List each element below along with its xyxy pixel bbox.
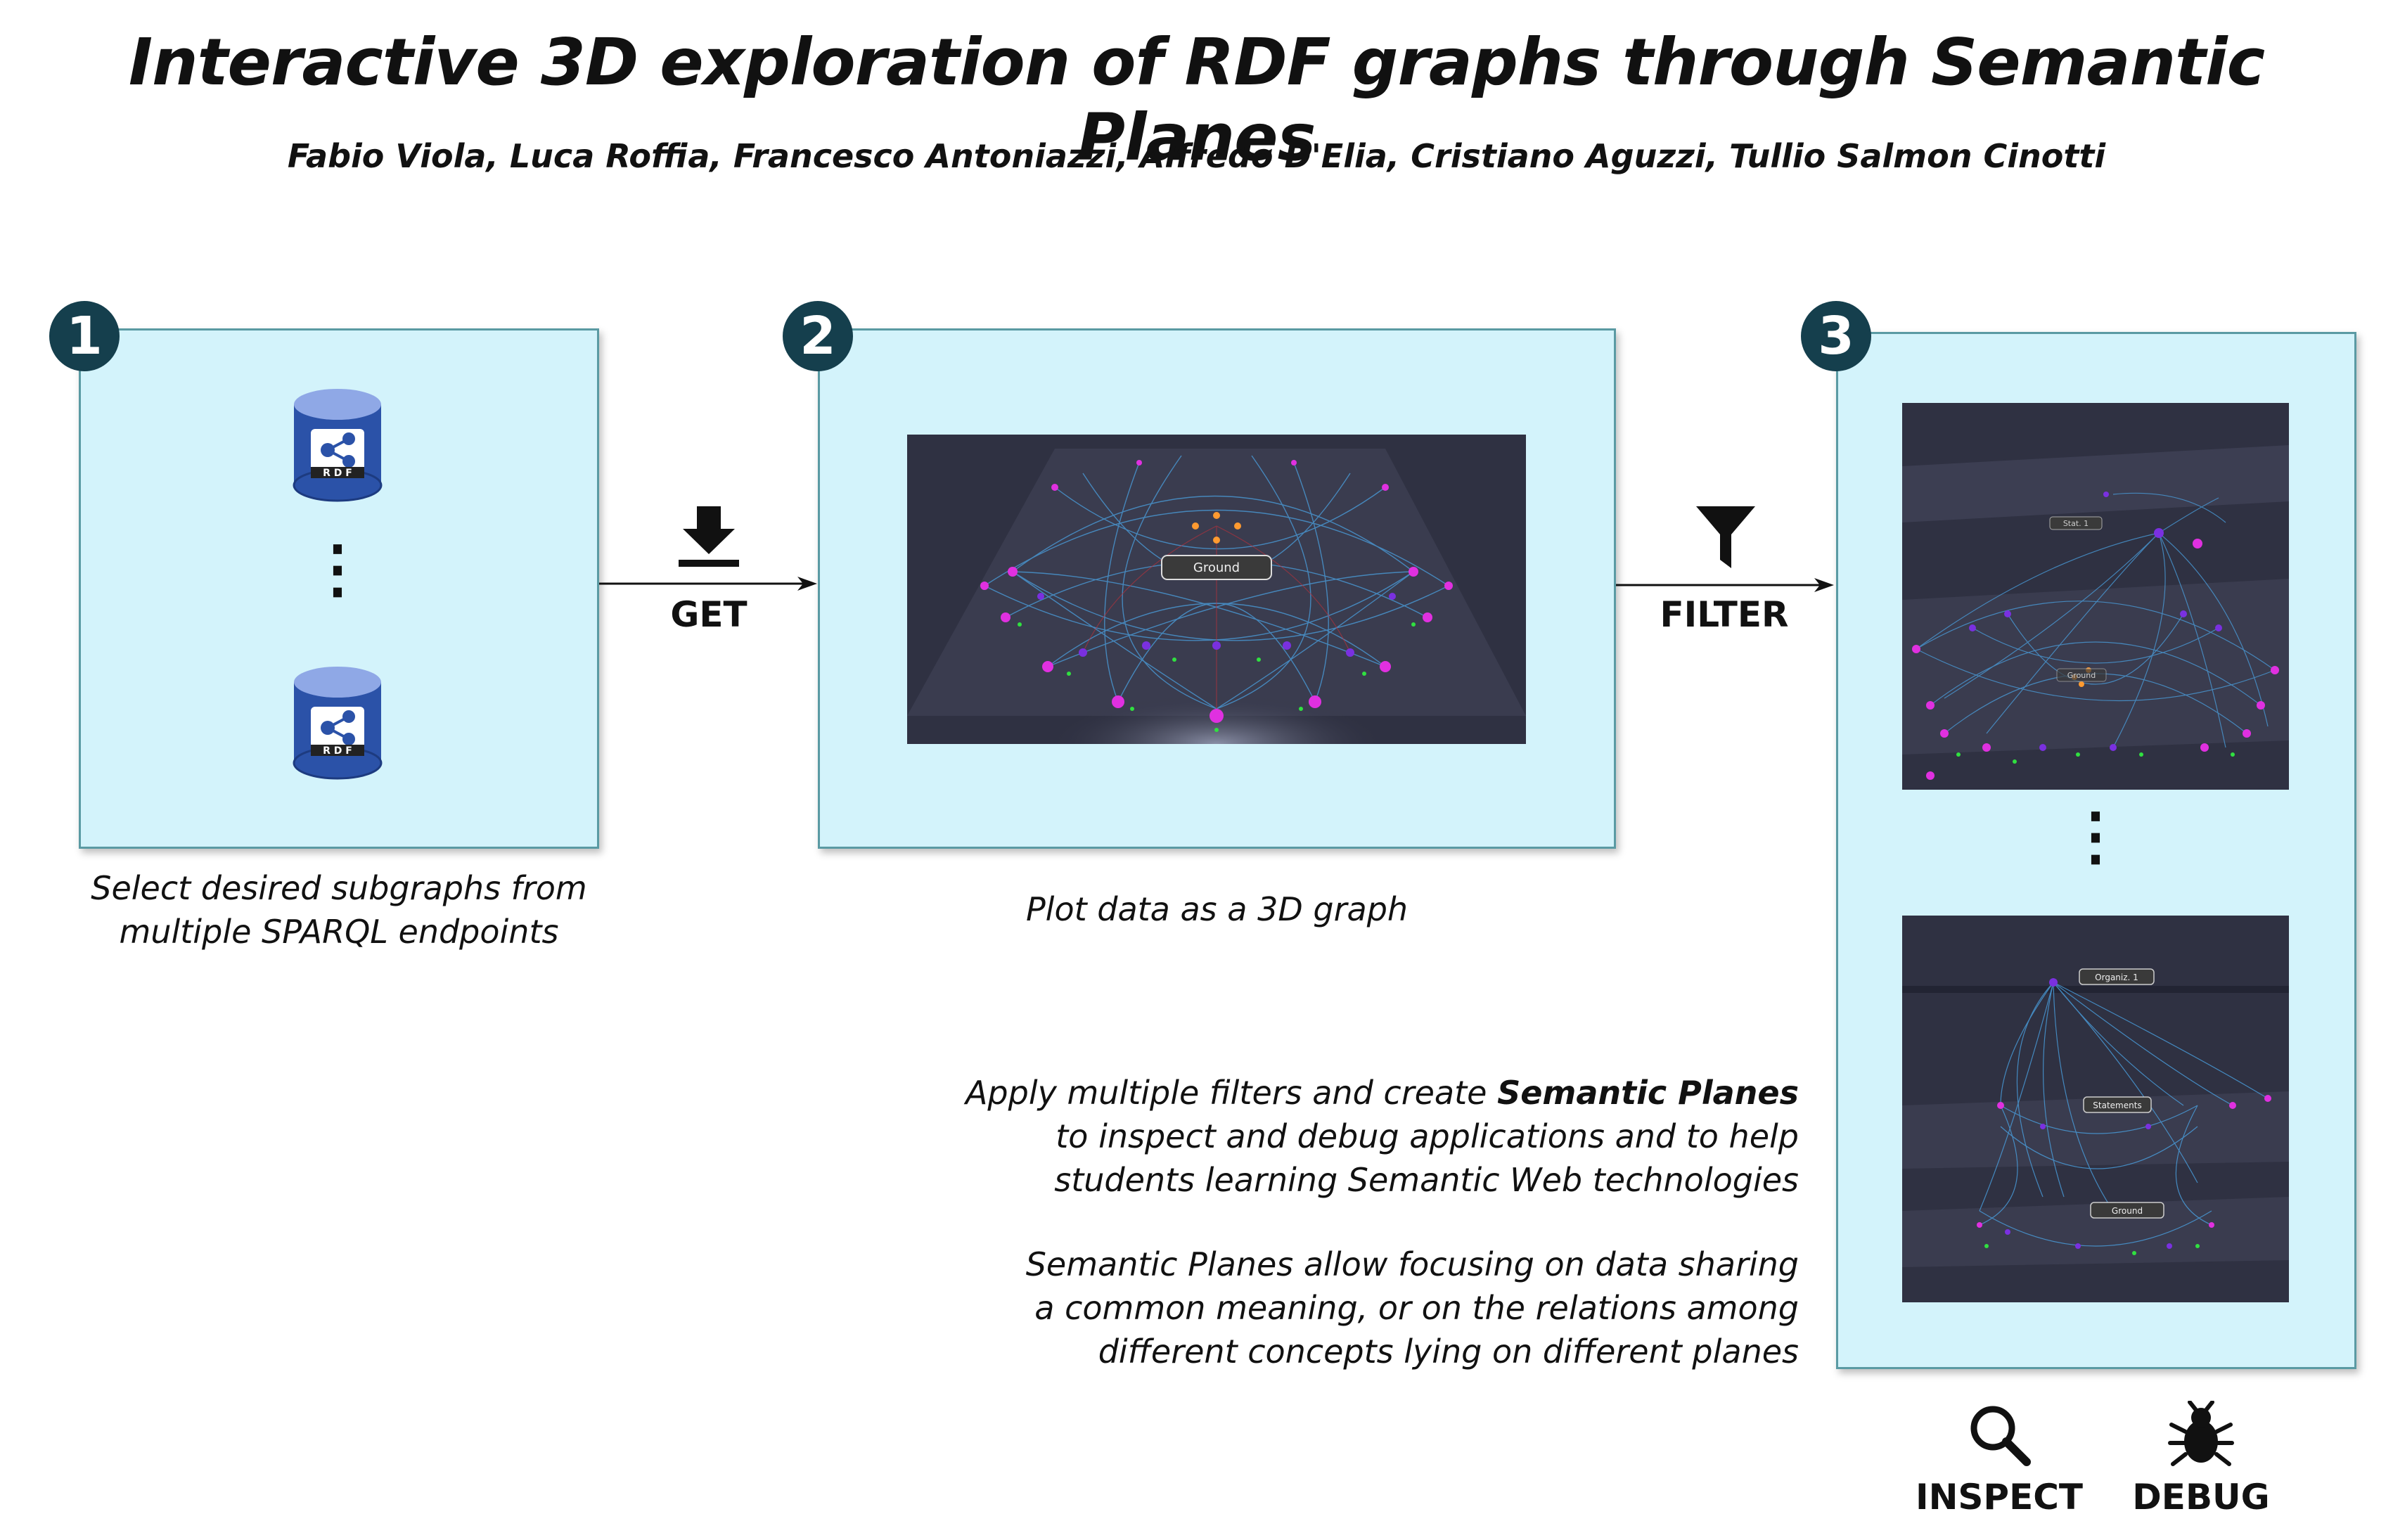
- description-line-5: a common meaning, or on the relations am…: [1034, 1289, 1799, 1327]
- step-1-caption-line-2: multiple SPARQL endpoints: [119, 913, 559, 951]
- graph-3d-screenshot: Ground: [907, 435, 1526, 744]
- ground-plane-label: Ground: [1193, 560, 1240, 575]
- description-paragraph-2: Semantic Planes allow focusing on data s…: [914, 1243, 1799, 1373]
- ellipsis-1: ⋮: [306, 534, 369, 605]
- ground-plane-label-2: Ground: [2067, 671, 2096, 680]
- semantic-plane-render-1: Stat. 1 Ground: [1902, 445, 2289, 780]
- rdf-db-label-2: R D F: [323, 745, 352, 757]
- authors: Fabio Viola, Luca Roffia, Francesco Anto…: [287, 137, 2106, 175]
- get-label: GET: [670, 594, 748, 635]
- download-icon: [679, 506, 739, 567]
- filter-label: FILTER: [1660, 594, 1789, 635]
- debug-label: DEBUG: [2132, 1477, 2270, 1517]
- semantic-plane-render-2: Organiz. 1 Statements Ground: [1902, 968, 2289, 1267]
- magnifier-icon: [1970, 1406, 2031, 1466]
- ellipsis-2: ⋮: [2064, 802, 2127, 872]
- inspect-label: INSPECT: [1915, 1477, 2084, 1517]
- rdf-database-icon: R D F: [293, 667, 383, 780]
- poster-title: Interactive 3D exploration of RDF graphs…: [128, 25, 2265, 175]
- rdf-database-icon: R D F: [293, 389, 383, 502]
- description-line-2: to inspect and debug applications and to…: [1056, 1117, 1799, 1155]
- description-line-1: Apply multiple filters and create Semant…: [965, 1074, 1799, 1112]
- ground-plane-label-3: Ground: [2112, 1206, 2143, 1216]
- step-3-badge: 3: [1801, 301, 1871, 371]
- stat-plane-label: Stat. 1: [2063, 519, 2089, 528]
- step-2-caption: Plot data as a 3D graph: [1025, 890, 1409, 928]
- semantic-plane-screenshot-2: Organiz. 1 Statements Ground: [1902, 916, 2289, 1302]
- description-paragraph-1: Apply multiple filters and create Semant…: [914, 1071, 1799, 1202]
- step-2-badge: 2: [783, 301, 853, 371]
- funnel-icon: [1696, 506, 1755, 568]
- semantic-planes-bold: Semantic Planes: [1497, 1074, 1799, 1112]
- step-1-caption-line-1: Select desired subgraphs from: [91, 869, 587, 907]
- description-line-3: students learning Semantic Web technolog…: [1054, 1161, 1799, 1199]
- organiz-plane-label: Organiz. 1: [2095, 973, 2138, 982]
- get-arrow: [599, 577, 817, 591]
- step-1-caption: Select desired subgraphs from multiple S…: [79, 866, 599, 954]
- description-line-6: different concepts lying on different pl…: [1098, 1333, 1799, 1371]
- rdf-db-label-1: R D F: [323, 468, 352, 479]
- semantic-plane-screenshot-1: Stat. 1 Ground: [1902, 403, 2289, 790]
- description-line-4: Semantic Planes allow focusing on data s…: [1025, 1245, 1799, 1283]
- graph-3d-render: Ground: [907, 449, 1526, 744]
- statements-plane-label: Statements: [2093, 1101, 2141, 1110]
- step-1-badge: 1: [49, 301, 120, 371]
- filter-arrow: [1616, 578, 1834, 592]
- bug-icon: [2168, 1401, 2234, 1466]
